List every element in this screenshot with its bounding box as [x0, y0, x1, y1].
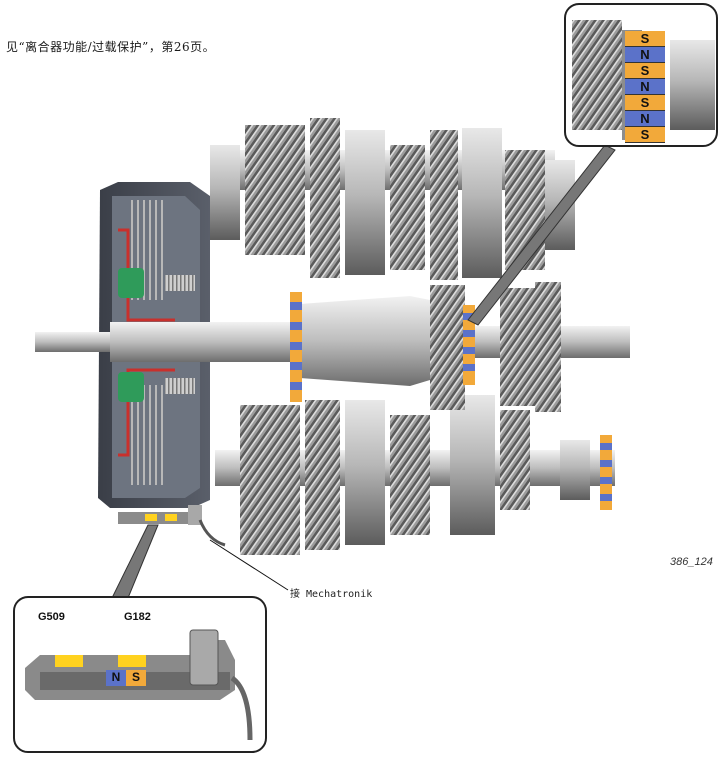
- callout-pole-3: N: [625, 79, 665, 95]
- sensor-label-g509: G509: [38, 611, 65, 623]
- magnet-ring-lower: [600, 435, 612, 510]
- cross-reference-note: 见“离合器功能/过载保护”，第26页。: [6, 40, 216, 54]
- leader-lines: [111, 144, 616, 599]
- callout-pole-6: S: [625, 127, 665, 143]
- lower-output-shaft: [215, 395, 615, 555]
- sensor-module: [118, 505, 226, 547]
- callout-pole-5: N: [625, 111, 665, 127]
- sensor-pole-1: S: [126, 670, 146, 686]
- main-gear-cluster: [430, 282, 561, 412]
- sensor-pole-0: N: [106, 670, 126, 686]
- input-shaft: [35, 296, 630, 386]
- magnet-ring-shaft: [463, 305, 475, 385]
- sensor-g509-yellow: [55, 655, 83, 667]
- callout-pole-4: S: [625, 95, 665, 111]
- mechatronik-label: 接 Mechatronik: [290, 589, 373, 600]
- magnet-ring-input: [290, 292, 302, 402]
- figure-number: 386_124: [670, 556, 713, 568]
- upper-output-shaft: [210, 118, 575, 280]
- callout-pole-1: N: [625, 47, 665, 63]
- sensor-g182-yellow: [118, 655, 146, 667]
- callout-pole-2: S: [625, 63, 665, 79]
- callout-pole-0: S: [625, 31, 665, 47]
- sensor-label-g182: G182: [124, 611, 151, 623]
